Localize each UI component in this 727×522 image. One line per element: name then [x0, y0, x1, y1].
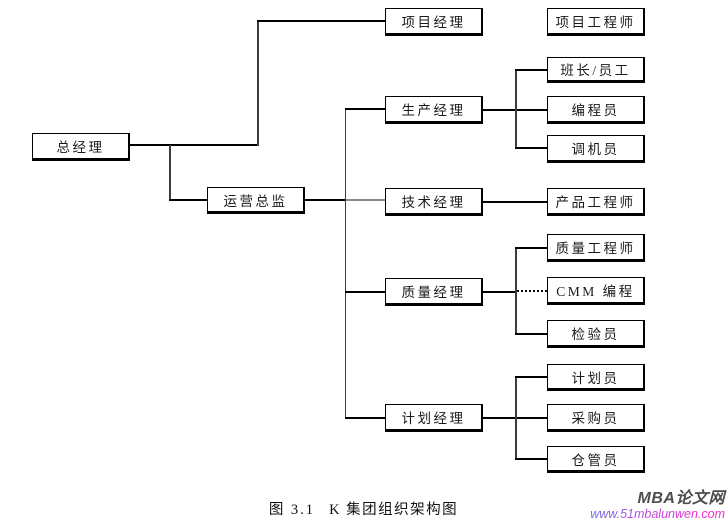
node-quality-engineer: 质量工程师 [547, 234, 645, 262]
edge-quality-cluster-v [515, 247, 517, 334]
edge-trunk-to-technical-manager-h [346, 199, 386, 201]
edge-quality-manager-junction-h [483, 291, 517, 293]
node-project-engineer: 项目工程师 [547, 8, 645, 36]
node-planning-manager: 计划经理 [385, 404, 483, 432]
node-programmer: 编程员 [547, 96, 645, 124]
edge-planning-cluster-v [515, 377, 517, 460]
edge-production-cluster-v [515, 69, 517, 149]
node-product-engineer: 产品工程师 [547, 188, 645, 216]
node-purchaser: 采购员 [547, 404, 645, 432]
node-ceo: 总经理 [32, 133, 130, 161]
edge-trunk-to-quality-manager-h [345, 291, 386, 293]
edge-technical-manager-to-product-engineer-h [483, 201, 547, 203]
node-planner: 计划员 [547, 364, 645, 391]
figure-title: K 集团组织架构图 [329, 502, 459, 518]
edge-ceo-to-project-manager-h [257, 20, 385, 22]
edge-trunk-to-production-manager-h [345, 108, 386, 110]
edge-coo-to-trunk-h [305, 199, 346, 201]
edge-ceo-to-coo-v [169, 145, 171, 201]
edge-to-machine-setter-h [515, 147, 547, 149]
node-project-manager: 项目经理 [385, 8, 483, 36]
edge-ceo-to-project-manager-v [257, 21, 259, 146]
watermark-site-name: MBA论文网 [637, 490, 725, 508]
watermark: MBA论文网 www.51mbalunwen.com [590, 490, 725, 521]
node-cmm-programming: CMM 编程 [547, 277, 645, 305]
edge-to-foreman-h [515, 69, 547, 71]
edge-to-inspector-h [515, 333, 547, 335]
edge-to-quality-engineer-h [515, 247, 547, 249]
edge-ceo-to-coo-h [169, 199, 208, 201]
node-coo: 运营总监 [207, 187, 305, 214]
node-inspector: 检验员 [547, 320, 645, 348]
figure-number: 图 3.1 [268, 502, 316, 518]
figure-caption: 图 3.1 K 集团组织架构图 [0, 498, 727, 519]
edge-to-planner-h [515, 376, 547, 378]
node-technical-manager: 技术经理 [385, 188, 483, 216]
edge-to-warehouse-keeper-h [515, 458, 547, 460]
node-quality-manager: 质量经理 [385, 278, 483, 306]
edge-to-cmm-programming-dotted-h [517, 290, 547, 292]
node-production-manager: 生产经理 [385, 96, 483, 124]
node-foreman-staff: 班长/员工 [547, 57, 645, 83]
watermark-site-url: www.51mbalunwen.com [590, 506, 725, 521]
node-machine-setter: 调机员 [547, 135, 645, 163]
node-warehouse-keeper: 仓管员 [547, 446, 645, 473]
edge-trunk-to-planning-manager-h [345, 417, 386, 419]
edge-coo-trunk-v [345, 109, 346, 419]
edge-ceo-trunk-h [129, 144, 259, 146]
